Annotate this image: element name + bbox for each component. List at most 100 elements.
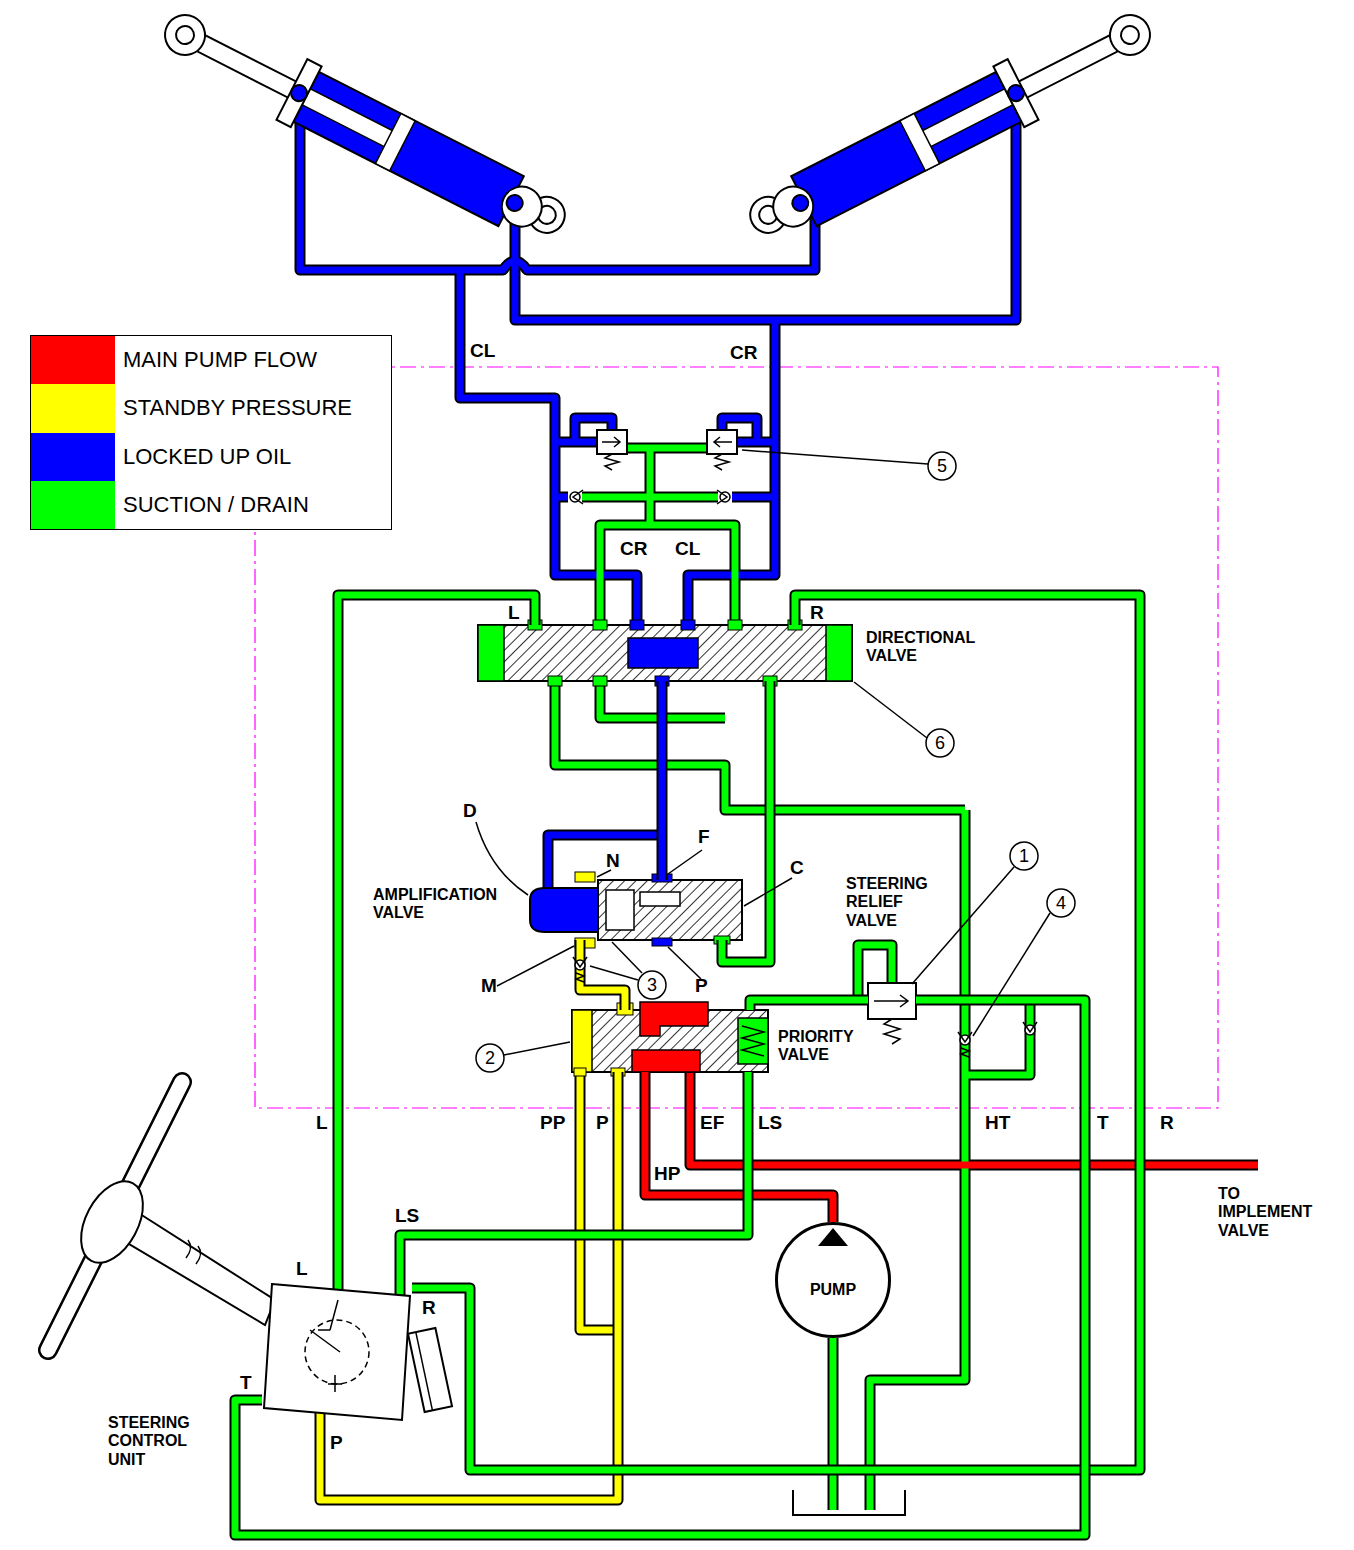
port-label: LS — [395, 1205, 419, 1227]
leader-lines — [476, 450, 1050, 1055]
port-label: PP — [540, 1112, 565, 1134]
valve-block-part — [602, 437, 620, 447]
hydraulic-line — [750, 1000, 868, 1010]
priority-valve-body-part — [640, 1002, 708, 1036]
amplification-valve-body-part — [530, 888, 598, 932]
amplification-valve: AMPLIFICATION VALVE — [530, 880, 742, 940]
hydraulic-line — [412, 595, 1140, 1470]
pipe-outline — [580, 1072, 618, 1330]
steering-cylinder-part — [276, 59, 321, 127]
amplification-valve-body-part — [606, 890, 634, 930]
pipe-flow — [235, 1000, 1085, 1535]
check-valve — [570, 490, 583, 504]
hydraulic-line — [338, 595, 535, 1282]
steering-control-unit-body-part-part — [416, 1332, 433, 1410]
pump-symbol — [777, 1224, 889, 1336]
leader-lines-part — [497, 946, 574, 986]
priority-valve-body-part — [574, 1068, 586, 1076]
hydraulic-pipes — [300, 93, 1258, 1510]
port-label: HT — [985, 1112, 1010, 1134]
legend-text: LOCKED UP OIL — [115, 444, 291, 470]
port-label: EF — [700, 1112, 724, 1134]
steering-wheel — [48, 1082, 275, 1350]
port-label: P — [596, 1112, 609, 1134]
directional-valve-body-part — [593, 620, 607, 630]
priority-valve-body-part — [738, 1018, 768, 1064]
tank — [793, 1490, 905, 1515]
valve-label: DIRECTIONAL VALVE — [866, 629, 1016, 666]
port-label: HP — [654, 1163, 680, 1185]
legend-text: SUCTION / DRAIN — [115, 492, 309, 518]
port-label: N — [606, 850, 620, 872]
pump-circle: PUMP — [775, 1222, 891, 1338]
hydraulic-line — [400, 1072, 748, 1282]
callout-circles-part — [638, 971, 666, 999]
port-label: P — [330, 1432, 343, 1454]
amplification-valve-body-part — [652, 938, 672, 946]
legend-text: STANDBY PRESSURE — [115, 395, 352, 421]
port-label: R — [810, 602, 824, 624]
port-label: CL — [675, 538, 700, 560]
amplification-valve-body — [530, 872, 742, 948]
port-label: CL — [470, 340, 495, 362]
steering-cylinder-part — [293, 72, 523, 226]
hydraulic-line — [662, 681, 663, 880]
callout-circles-part — [928, 452, 956, 480]
check-valve — [573, 957, 587, 982]
directional-valve-body-part — [728, 620, 742, 630]
priority-valve-body-part — [572, 1010, 592, 1072]
steering-control-unit-body-part-part — [408, 1328, 452, 1412]
hydraulic-pipes-part — [690, 1072, 1258, 1165]
hydraulic-pipes-part — [555, 681, 965, 810]
check-valve-part — [958, 1032, 972, 1042]
pipe-outline — [627, 443, 707, 454]
callout-circles-part — [926, 729, 954, 757]
leader-lines-part — [668, 850, 702, 874]
pipe-flow — [722, 681, 770, 962]
directional-valve-body-part — [478, 625, 504, 681]
leader-lines-part — [476, 822, 528, 895]
relief-valve-body — [868, 983, 916, 1044]
legend-text: MAIN PUMP FLOW — [115, 347, 317, 373]
hydraulic-pipes-part — [647, 448, 654, 525]
directional-valve-body-part — [628, 638, 698, 668]
legend-box: MAIN PUMP FLOW STANDBY PRESSURE LOCKED UP … — [30, 335, 392, 530]
valve-block-part — [597, 430, 627, 454]
destination-label: TO IMPLEMENT VALVE — [1218, 1185, 1328, 1240]
valve-block-part — [707, 430, 737, 454]
pipe-outline — [412, 595, 1140, 1470]
callout-circles-part — [1047, 889, 1075, 917]
callout-number: 4 — [1056, 893, 1066, 914]
directional-valve-body — [478, 620, 852, 686]
port-label: R — [1160, 1112, 1174, 1134]
callout-circles-part — [1010, 842, 1038, 870]
hydraulic-line — [722, 681, 770, 962]
steering-control-unit-body-part — [310, 1300, 342, 1392]
hydraulic-pipes-part — [830, 1338, 837, 1510]
check-valve-part — [576, 973, 584, 982]
check-valve — [1023, 1022, 1037, 1035]
leader-lines-part — [744, 878, 792, 906]
pipe-flow — [659, 681, 666, 880]
pipe-outline — [645, 448, 656, 525]
hydraulic-line — [235, 1000, 1085, 1535]
port-label: P — [695, 975, 708, 997]
hydraulic-pipes-part — [627, 445, 707, 452]
steering-cylinder-part — [1014, 33, 1122, 100]
priority-valve-body — [572, 1002, 768, 1076]
pipe-flow — [750, 1000, 868, 1010]
steering-cylinder-part — [173, 23, 197, 47]
steering-cylinder-part — [158, 8, 212, 62]
pipe-outline — [722, 681, 770, 962]
steering-cylinder-part — [790, 192, 812, 214]
valve-block-part — [714, 437, 732, 447]
port-label: L — [508, 602, 520, 624]
relief-valve: STEERING RELIEF VALVE — [868, 983, 916, 1019]
callout-circles — [476, 452, 1075, 1072]
callout-number: 3 — [647, 975, 657, 996]
directional-valve-body-part — [548, 676, 562, 686]
directional-valve-body-part — [630, 620, 644, 630]
steering-cylinder-part — [288, 82, 310, 104]
